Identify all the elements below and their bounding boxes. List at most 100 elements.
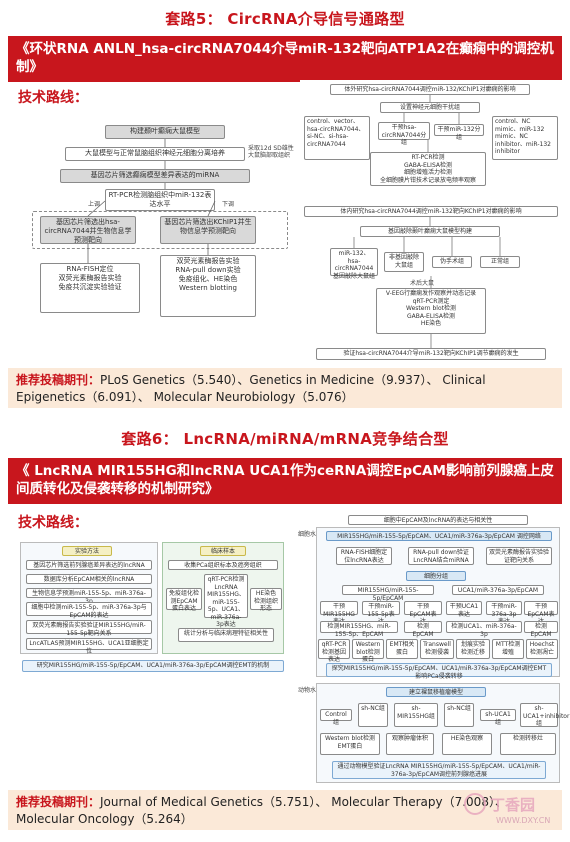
s6-r-c2: RNA-pull down验证LncRNA结合miRNA	[408, 547, 474, 565]
s5-r-top: 体外研究hsa-circRNA7044调控miR-132/KChIP1对癫痫的影…	[330, 84, 530, 95]
s5-r-group-d: 正常组	[480, 256, 520, 268]
s5-node-chip: 基因芯片筛选癫痫模型差异表达的miRNA	[60, 169, 250, 183]
s6-r-s1: 干预MIR155HG表达	[320, 601, 358, 625]
s5-r-g1: 干预hsa-circRNA7044分组	[378, 122, 430, 146]
s6-r-w4: 检测转移灶	[500, 733, 556, 755]
s6-l-b4: HE染色检测组织形态	[250, 588, 282, 612]
watermark-url: WWW.DXY.CN	[496, 816, 551, 825]
s6-r-e7: Hoechst检测凋亡	[526, 639, 558, 659]
s5-r-left-groups: control、vector、hsa-circRNA7044、si-NC、si-…	[304, 116, 370, 160]
s6-r-t3: 检测UCA1、miR-376a-3p	[446, 621, 522, 638]
section6-right-diagram: 细胞中EpCAM及lncRNA的表达与相关性 细胞水平 MIR155HG/miR…	[296, 513, 569, 785]
s6-r-e4: Transwell检测侵袭	[420, 639, 454, 659]
s6-l-b2: qRT-PCR检测LncRNA MIR155HG、miR-155-5p、UCA1…	[204, 574, 248, 628]
s6-r-k4: sh-NC组	[444, 703, 474, 727]
s6-r-g1: MIR155HG/miR-155-5p/EpCAM、UCA1/miR-376a-…	[326, 531, 552, 541]
s6-r-m1: MIR155HG/miR-155-5p/EpCAM	[342, 585, 434, 602]
s5-r-culture: 设置神经元细胞干扰组	[380, 102, 480, 113]
section6-title: 套路6： LncRNA/miRNA/mRNA竞争结合型	[121, 430, 449, 448]
s6-r-t2: 检测EpCAM	[404, 621, 442, 638]
s6-l-a3: 生物信息学预测miR-155-5p、miR-376a-3p	[26, 588, 152, 605]
s6-r-t1: 检测MIR155HG、miR-155-5p、EpCAM	[320, 621, 398, 638]
s5-node-kchip: 基因芯片筛选出KChIP1并生物信息学预测靶向	[160, 216, 256, 244]
s5-side-note: 采取12d SD雄性大鼠脑部取组织	[248, 145, 294, 159]
s5-up-label: 上调	[88, 201, 101, 208]
s6-r-s5: 干预miR-376a-3p表达	[486, 601, 522, 625]
s6-r-e6: MTT检测增殖	[492, 639, 524, 659]
s5-r-right-groups: control、NC mimic、miR-132 mimic、NC inhibi…	[492, 116, 558, 160]
s6-r-t4: 检测EpCAM	[524, 621, 558, 638]
s6-r-s3: 干预EpCAM表达	[404, 601, 442, 625]
s6-l-a4: 细胞中检测miR-155-5p、miR-376a-3p与EpCAM的表达	[26, 602, 152, 619]
s5-r-bottom: 验证hsa-circRNA7044介导miR-132靶向KChIP1调节癫痫的发…	[316, 348, 546, 360]
watermark-logo-icon	[464, 793, 486, 815]
s6-l-b5: 统计分析与临床病理特征相关性	[178, 628, 274, 642]
section5-journals: 推荐投稿期刊：PLoS Genetics（5.540）、Genetics in …	[8, 368, 562, 408]
s6-r-e1: qRT-PCR检测基因表达	[318, 639, 350, 663]
section6-tech-label: 技术路线：	[18, 515, 88, 531]
section5-paper-title: 《环状RNA ANLN_hsa-circRNA7044介导miR-132靶向AT…	[8, 36, 562, 82]
s6-l-b1: 收集PCa组织标本及癌旁组织	[168, 560, 278, 570]
s5-r-assay: RT-PCR检测 GABA-ELISA检测 细胞增殖活力检测 全细胞膜片钳技术记…	[370, 152, 486, 186]
s6-r-lvl2: 动物水平	[298, 687, 323, 694]
section5-journals-label: 推荐投稿期刊：	[16, 373, 101, 387]
s5-node-validate-b: 双荧光素酶报告实验 RNA-pull down实验 免疫组化、HE染色 West…	[160, 255, 256, 317]
s6-l-h1: 实验方法	[62, 546, 112, 556]
section5-tech-label: 技术路线：	[18, 90, 88, 106]
s6-r-s6: 干预EpCAM表达	[524, 601, 558, 625]
s6-r-e3: EMT相关蛋白	[386, 639, 418, 659]
s5-left-arrows	[87, 139, 216, 263]
s6-r-top: 细胞中EpCAM及lncRNA的表达与相关性	[348, 515, 528, 525]
watermark-logo: 丁香园	[490, 796, 536, 814]
s6-r-w1: Western blot检测EMT蛋白	[320, 733, 380, 755]
s6-r-lvl1: 细胞水平	[298, 531, 323, 538]
s5-r-assay2: V-EEG行癫痫发作观察并动态记录 qRT-PCR测定 Western blot…	[376, 288, 486, 334]
s6-r-e2: Western blot检测蛋白	[352, 639, 384, 663]
s5-right-arrows	[353, 95, 501, 348]
s5-r-group-a: miR-132、hsa-circRNA7044基因敲除大鼠组	[330, 248, 378, 280]
s6-r-s4: 干预UCA1表达	[446, 601, 482, 618]
section5-right-diagram: 体外研究hsa-circRNA7044调控miR-132/KChIP1对癫痫的影…	[300, 80, 562, 365]
section5-title: 套路5： CircRNA介导信号通路型	[165, 10, 405, 28]
s6-r-w3: HE染色观察	[442, 733, 492, 755]
s5-branch-box	[32, 211, 288, 249]
s5-r-group-b: 非基因敲除大鼠组	[384, 252, 424, 272]
section6-paper-title: 《 LncRNA MIR155HG和lncRNA UCA1作为ceRNA调控Ep…	[8, 458, 562, 504]
s6-r-k5: sh-UCA1组	[480, 709, 516, 726]
s6-l-a1: 基因芯片筛选前列腺癌差异表达的lncRNA	[26, 560, 152, 570]
section6-journals-label: 推荐投稿期刊：	[16, 795, 101, 809]
s6-r-an: 建立裸鼠移植瘤模型	[386, 687, 486, 697]
s5-r-model: 基因敲除颞叶癫痫大鼠模型构建	[360, 226, 500, 237]
s6-r-bottom: 通过动物模型验证LncRNA MIR155HG/miR-155-5p/EpCAM…	[332, 761, 546, 779]
section5-left-diagram: 构建颞叶癫痫大鼠模型 大鼠模型与正常鼠脑组织神经元细胞分离培养 采取12d SD…	[10, 115, 295, 360]
s5-node-validate-a: RNA-FISH定位 双荧光素酶报告实验 免疫共沉淀实验验证	[40, 263, 140, 313]
s5-r-g2: 干预miR-132分组	[434, 124, 484, 141]
s6-l-bottom: 研究MIR155HG/miR-155-5p/EpCAM、UCA1/miR-376…	[22, 660, 284, 672]
s6-r-m2: UCA1/miR-376a-3p/EpCAM	[452, 585, 544, 595]
s6-r-s2: 干预miR-155-5p表达	[362, 601, 400, 625]
section6-left-diagram: 实验方法 基因芯片筛选前列腺癌差异表达的lncRNA 数据库分析EpCAM相关的…	[14, 538, 290, 688]
s6-l-h2: 临床样本	[200, 546, 246, 556]
s6-r-c1: RNA-FISH细胞定位lncRNA表达	[336, 547, 392, 565]
s6-l-a2: 数据库分析EpCAM相关的lncRNA	[26, 574, 152, 584]
s6-r-split: 细胞分组	[406, 571, 466, 581]
s5-node-circ: 基因芯片筛选出hsa-circRNA7044并生物信息学预测靶向	[40, 216, 136, 244]
s6-r-mid: 探究MIR155HG/miR-155-5p/EpCAM、UCA1/miR-376…	[326, 663, 552, 680]
s6-l-a6: LncATLAS预测MIR155HG、UCA1亚细胞定位	[26, 638, 152, 655]
s6-l-a5: 双荧光素酶报告实验验证MIR155HG/miR-155-5p靶向关系	[26, 620, 152, 637]
s5-node-model: 构建颞叶癫痫大鼠模型	[105, 125, 225, 139]
s6-r-c3: 双荧光素酶报告实验验证靶向关系	[486, 547, 552, 565]
s6-r-k2: sh-NC组	[358, 703, 388, 727]
s6-r-w2: 观察肿瘤体积	[386, 733, 434, 755]
s5-node-culture: 大鼠模型与正常鼠脑组织神经元细胞分离培养	[65, 147, 245, 161]
s6-r-e5: 划痕实验检测迁移	[456, 639, 490, 659]
s6-l-b3: 免疫组化检测EpCAM蛋白表达	[166, 588, 202, 612]
s5-node-rtpcr: RT-PCR检测脑组织中miR-132表达水平	[105, 189, 215, 211]
s6-r-k3: sh-MIR155HG组	[394, 703, 438, 727]
s6-r-k6: sh-UCA1+inhibitor组	[520, 703, 569, 727]
s5-down-label: 下调	[222, 201, 235, 208]
section6-journals-text: Journal of Medical Genetics（5.751）、 Mole…	[16, 795, 507, 826]
s5-r-mid: 体内研究hsa-circRNA7044调控miR-132靶向KChIP1对癫痫的…	[304, 206, 558, 217]
s6-r-k1: Control组	[320, 709, 352, 726]
s5-r-after-label: 术后大鼠	[410, 280, 435, 287]
